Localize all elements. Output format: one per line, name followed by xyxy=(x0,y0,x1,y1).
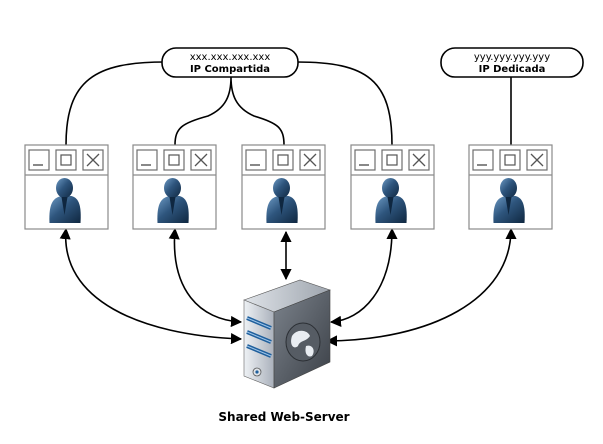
close-icon xyxy=(82,149,104,171)
site-2-server-arrow xyxy=(168,227,243,328)
shared-ip-bubble: xxx.xxx.xxx.xxx IP Compartida xyxy=(161,47,299,78)
minimize-icon xyxy=(472,149,494,171)
site-4-server-arrow xyxy=(329,227,398,327)
close-icon xyxy=(526,149,548,171)
site-1-server-arrow xyxy=(59,227,243,345)
dedicated-ip-address: yyy.yyy.yyy.yyy xyxy=(474,52,550,63)
shared-ip-link-site-4 xyxy=(296,61,393,146)
user-icon xyxy=(266,178,298,223)
minimize-icon xyxy=(245,149,267,171)
server-label: Shared Web-Server xyxy=(218,410,349,424)
user-icon xyxy=(49,178,81,223)
site-window-4 xyxy=(350,144,435,230)
minimize-icon xyxy=(354,149,376,171)
site-5-server-arrow xyxy=(325,227,517,347)
minimize-icon xyxy=(28,149,50,171)
user-icon xyxy=(157,178,189,223)
maximize-icon xyxy=(272,149,294,171)
site-window-3 xyxy=(241,144,326,230)
maximize-icon xyxy=(163,149,185,171)
close-icon xyxy=(190,149,212,171)
site-window-1 xyxy=(24,144,109,230)
site-windows xyxy=(24,144,553,230)
site-window-5 xyxy=(468,144,553,230)
shared-ip-address: xxx.xxx.xxx.xxx xyxy=(190,52,271,63)
close-icon xyxy=(408,149,430,171)
dedicated-ip-label: IP Dedicada xyxy=(479,64,546,75)
maximize-icon xyxy=(381,149,403,171)
shared-ip-label: IP Compartida xyxy=(190,64,270,75)
maximize-icon xyxy=(55,149,77,171)
maximize-icon xyxy=(499,149,521,171)
minimize-icon xyxy=(136,149,158,171)
shared-ip-link-site-1 xyxy=(65,61,166,146)
globe-icon xyxy=(285,322,321,362)
user-icon xyxy=(375,178,407,223)
user-icon xyxy=(493,178,525,223)
server-icon xyxy=(243,279,331,389)
shared-ip-link-sites-2-3 xyxy=(174,76,285,146)
ip-connector-lines xyxy=(65,61,512,146)
server-connection-arrows xyxy=(59,227,517,347)
close-icon xyxy=(299,149,321,171)
dedicated-ip-bubble: yyy.yyy.yyy.yyy IP Dedicada xyxy=(440,47,584,78)
site-window-2 xyxy=(132,144,217,230)
